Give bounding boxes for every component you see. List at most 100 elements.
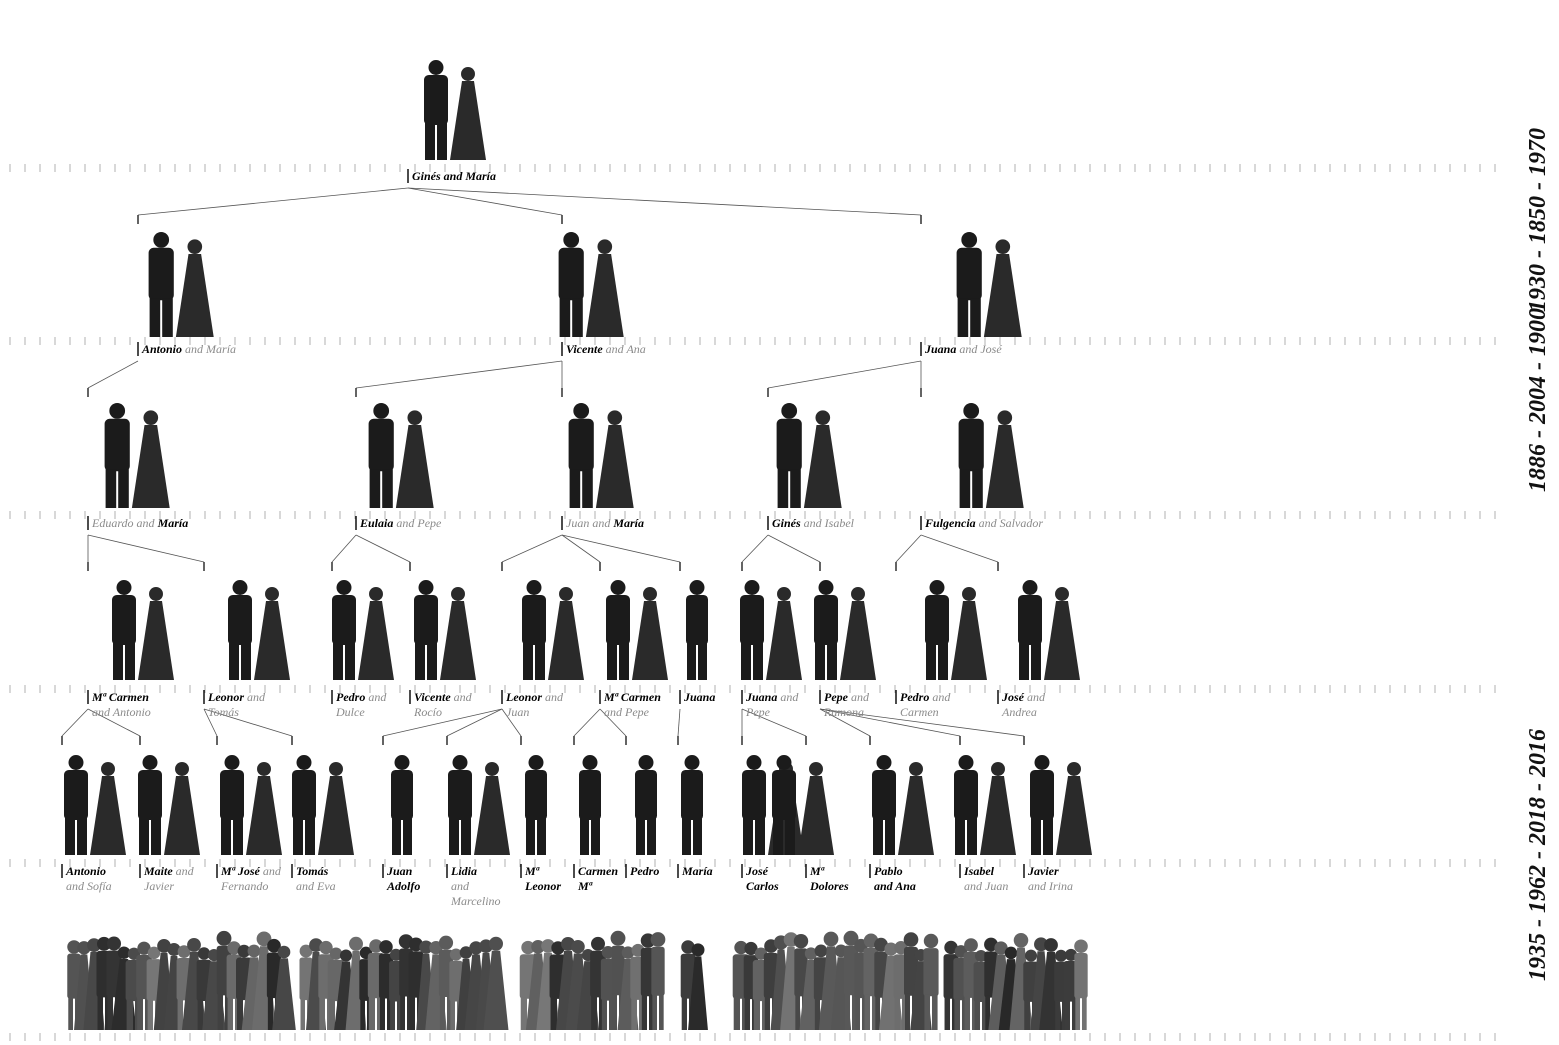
couple-label: Ramona [823,705,864,719]
couple-label-part: Ginés [772,516,801,530]
couple-label-part: and [451,690,473,704]
person-head [877,755,892,770]
person-leg [972,469,983,508]
person-head [963,403,979,419]
couple-label-part: Carlos [746,879,779,893]
person-head [453,755,468,770]
couple-silhouette [959,403,1024,508]
person-leg [400,995,405,1030]
couple-label: Tomás [296,864,329,878]
person-body [814,595,838,645]
couple-label-part: Maite [143,864,173,878]
couple-label: Adolfo [386,879,420,893]
couple-label-part: and Antonio [92,705,151,719]
couple-label-part: Leonor [207,690,244,704]
couple-label-part: and Salvador [976,516,1044,530]
person-leg [369,996,375,1030]
person-leg [619,643,629,680]
couple-silhouette [954,755,1016,855]
parent-child-link [768,361,921,388]
person-leg [415,643,425,680]
couple-label-part: Javier [144,879,174,893]
person-head [563,232,579,248]
person-head [225,755,240,770]
person-leg [790,469,801,508]
person-body [798,776,834,855]
person-head [909,762,923,776]
person-head [904,932,919,947]
parent-child-link [896,535,921,562]
parent-child-link [502,535,562,562]
couple-label-part: and [260,864,282,878]
person-leg [778,469,789,508]
person-head [233,580,248,595]
person-leg [864,994,870,1030]
person-head [930,580,945,595]
person-leg [885,818,895,855]
person-body [1018,595,1042,645]
person-leg [150,298,161,337]
couple-label: Juana and José [924,342,1002,356]
couple-silhouette [1030,755,1092,855]
person-leg [682,818,691,855]
couple-silhouette [448,755,510,855]
couple-silhouette [957,232,1022,337]
person-head [794,934,808,948]
couple-silhouette [525,755,547,855]
couple-label: Leonor [524,879,561,893]
couple-label: Leonor and [505,690,564,704]
couple-label-part: Juan and [566,516,613,530]
person-leg [955,818,965,855]
couple-label: and [451,879,470,893]
person-leg [1019,643,1029,680]
couple-label-part: and Sofía [66,879,112,893]
person-body [246,776,282,855]
person-leg [591,996,597,1030]
person-head [777,755,792,770]
person-leg [687,643,696,680]
couple-label: Pedro and [900,690,951,704]
person-body [959,419,984,472]
person-head [651,932,666,947]
couple-label: Mª [577,879,593,893]
person-head [187,239,202,254]
couple-silhouette [635,755,657,855]
couple-label: Fernando [220,879,268,893]
person-leg [293,818,303,855]
person-head [329,762,343,776]
couple-silhouette [414,580,476,680]
person-body [1030,770,1054,820]
person-head [369,587,383,601]
person-head [639,755,654,770]
person-head [1055,587,1069,601]
person-leg [125,643,135,680]
person-body [872,770,896,820]
person-head [692,943,705,956]
person-leg [975,1000,980,1030]
person-head [809,762,823,776]
couple-label: José and [1001,690,1046,704]
couple-label-part: María [681,864,713,878]
person-body [923,948,938,996]
person-leg [967,818,977,855]
person-head [1035,755,1050,770]
couple-label: Javier [144,879,174,893]
person-leg [360,999,365,1030]
person-head [489,937,503,951]
couple-label: and Ana [874,879,916,893]
couple-label-part: and María [182,342,236,356]
couple-label-part: and [777,690,799,704]
person-head [1023,580,1038,595]
person-head [1074,939,1088,953]
person-body [925,595,949,645]
couple-label: and Irina [1028,879,1073,893]
person-leg [765,996,770,1030]
couple-label-part: Fernando [220,879,268,893]
couple-label-part: Vicente [566,342,603,356]
couple-label: and Pepe [604,705,650,719]
person-head [583,755,598,770]
person-leg [572,298,583,337]
person-leg [221,818,231,855]
person-body [579,770,601,820]
couple-label-part: Leonor [524,879,561,893]
